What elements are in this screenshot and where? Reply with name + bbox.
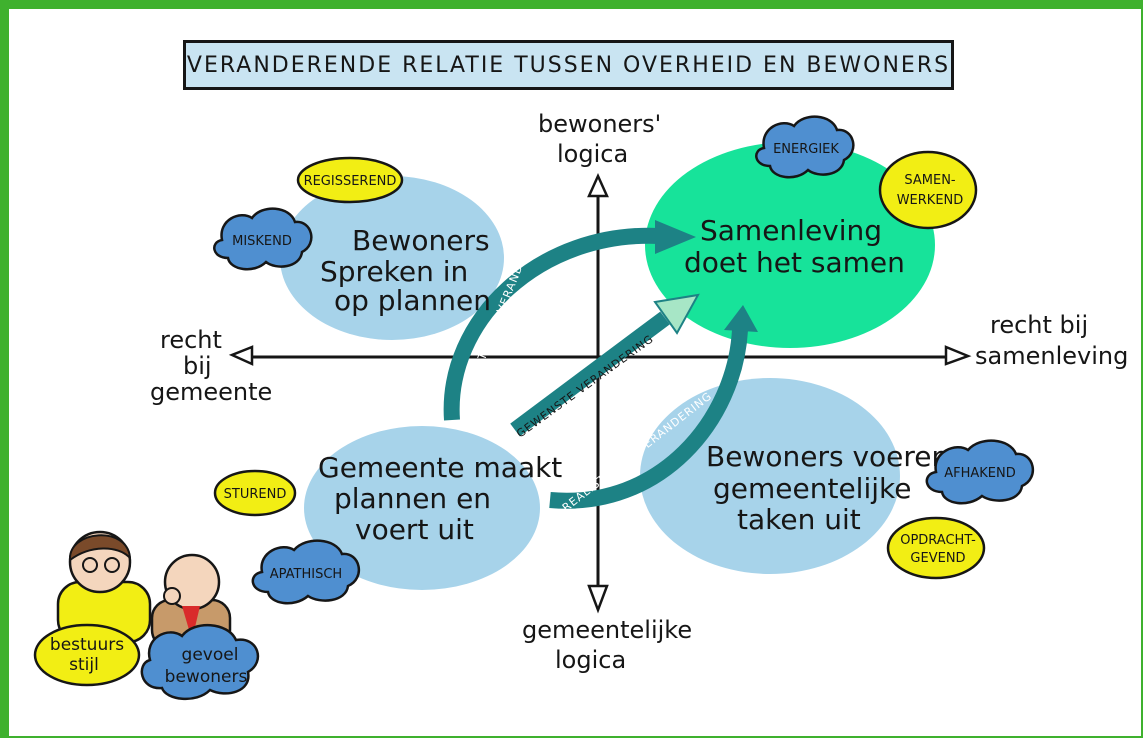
cloud-miskend-label: MISKEND [232, 234, 292, 249]
quadrant-bottom-right-line-3: taken uit [737, 503, 861, 536]
arrow-diagonal-label: GEWENSTE VERANDERING [514, 332, 656, 440]
axis-bottom-label-1: gemeentelijke [522, 616, 692, 644]
arrow-bottom-curve-head [724, 305, 758, 332]
badge-opdrachtgevend-label-1: OPDRACHT- [900, 533, 976, 548]
legend-bestuursstijl-line-2: stijl [69, 655, 99, 675]
badge-regisserend-label: REGISSEREND [304, 174, 397, 189]
badge-sturend-label: STUREND [224, 487, 287, 502]
badge-samenwerkend-label-1: SAMEN- [904, 173, 956, 188]
vertical-axis-top-head [587, 172, 609, 198]
quadrant-bottom-left-line-1: Gemeente maakt [318, 451, 562, 484]
title-banner: VERANDERENDE RELATIE TUSSEN OVERHEID EN … [183, 40, 954, 90]
cloud-afhakend: AFHAKEND [925, 439, 1035, 505]
badge-samenwerkend-label-2: WERKEND [897, 193, 964, 208]
axis-left-label-3: gemeente [150, 378, 272, 406]
cloud-miskend: MISKEND [213, 207, 313, 271]
arrow-diagonal [510, 311, 670, 437]
vertical-axis-bottom-head [587, 584, 609, 614]
axis-right-label-2: samenleving [975, 342, 1128, 370]
axis-top-label-1: bewoners' [538, 110, 661, 138]
quadrant-top-right-line-1: Samenleving [700, 214, 882, 247]
cloud-afhakend-label: AFHAKEND [944, 466, 1016, 481]
arrow-top-curve-head [655, 220, 696, 254]
axis-right-label-1: recht bij [990, 311, 1088, 339]
horizontal-axis-right-head [944, 345, 972, 366]
arrow-bottom-curve [549, 329, 748, 509]
legend-gevoel-bewoners-line-2: bewoners [165, 667, 248, 687]
badge-opdrachtgevend [886, 516, 986, 580]
blob-top-right [645, 142, 935, 348]
cloud-energiek: ENERGIEK [755, 115, 855, 179]
blob-top-left [280, 176, 504, 340]
badge-sturend [213, 469, 297, 517]
quadrant-top-left-line-3: op plannen [334, 284, 491, 317]
badge-samenwerkend [878, 150, 978, 230]
blob-bottom-left [304, 426, 540, 590]
quadrant-bottom-left-line-2: plannen en [334, 482, 491, 515]
quadrant-bottom-left-line-3: voert uit [355, 513, 474, 546]
page-title: VERANDERENDE RELATIE TUSSEN OVERHEID EN … [186, 52, 951, 78]
legend-bestuursstijl-badge [33, 623, 141, 687]
quadrant-bottom-right-line-2: gemeentelijke [713, 472, 911, 505]
legend-gevoel-bewoners-line-1: gevoel [182, 645, 239, 665]
axis-left-label-2: bij [183, 352, 212, 380]
quadrant-bottom-right-line-1: Bewoners voeren [706, 440, 949, 473]
arrow-top-curve [443, 227, 661, 421]
arrow-diagonal-head [653, 293, 700, 335]
horizontal-axis-left-head [228, 345, 254, 366]
legend-gevoel-bewoners-cloud [140, 623, 260, 700]
quadrant-top-right-line-2: doet het samen [684, 246, 905, 279]
badge-opdrachtgevend-label-2: GEVEND [910, 551, 965, 566]
legend-bestuursstijl-line-1: bestuurs [50, 635, 124, 655]
quadrant-top-left-line-2: Spreken in [320, 255, 468, 288]
axis-bottom-label-2: logica [555, 646, 626, 674]
badge-regisserend [296, 156, 404, 204]
axis-top-label-2: logica [557, 140, 628, 168]
quadrant-top-left-line-1: Bewoners [352, 224, 490, 257]
axis-left-label-1: recht [160, 326, 222, 354]
character-resident [150, 553, 232, 650]
cloud-apathisch-label: APATHISCH [270, 567, 342, 582]
cloud-apathisch: APATHISCH [251, 539, 361, 605]
cloud-energiek-label: ENERGIEK [773, 142, 839, 157]
